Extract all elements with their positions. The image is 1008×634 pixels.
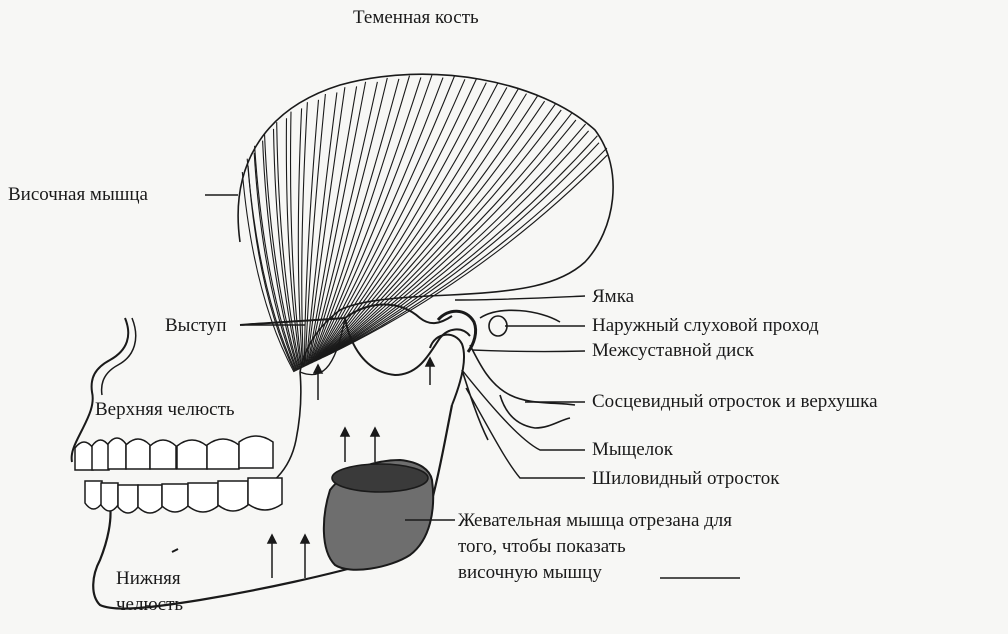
label-upper-jaw: Верхняя челюсть [95,399,235,421]
label-masseter-line2: того, чтобы показать [458,536,626,558]
lower-tooth [248,478,282,510]
label-articular-disc: Межсуставной диск [592,340,754,362]
mastoid-outline [500,395,570,428]
label-articular-eminence: Выступ [165,315,227,337]
upper-tooth [207,439,239,469]
upper-tooth [75,442,93,470]
masseter-cut-top [332,464,428,492]
label-mastoid-process: Сосцевидный отросток и верхушка [592,391,878,413]
muscle-fiber [247,159,295,372]
muscle-fiber [330,155,607,354]
ear-region-outline [470,310,575,405]
leader-fossa [455,296,585,300]
nasal-outline [102,318,136,395]
upper-tooth [177,440,207,469]
upper-tooth [239,436,273,468]
lower-tooth [118,485,138,513]
upper-tooth [108,438,126,469]
label-styloid-process: Шиловидный отросток [592,468,779,490]
muscle-fiber [248,166,295,372]
label-masseter-line3: височную мышцу [458,562,602,584]
lower-tooth [188,483,218,512]
mandible-ramus-front [245,372,301,495]
label-condyle: Мыщелок [592,439,673,461]
force-arrow-head [268,535,276,543]
force-arrow-head [314,365,322,373]
lower-tooth [101,483,118,511]
label-lower-jaw-line2: челюсть [116,594,183,616]
label-lower-jaw-line1: Нижняя [116,568,181,590]
muscle-fiber [324,113,571,356]
label-parietal-bone: Теменная кость [353,7,479,29]
lower-tooth [218,481,248,511]
force-arrow-head [301,535,309,543]
teeth-group [75,436,282,513]
lower-tooth [138,485,162,513]
upper-tooth [126,439,150,469]
label-ear-canal: Наружный слуховой проход [592,315,819,337]
upper-tooth [150,440,176,469]
temporalis-muscle-fibers [242,75,607,372]
upper-tooth [92,440,109,470]
force-arrow-head [341,428,349,436]
temporalis-muscle-outline [238,74,613,372]
lower-tooth [85,481,102,509]
label-fossa: Ямка [592,286,634,308]
label-masseter-line1: Жевательная мышца отрезана для [458,510,732,532]
force-arrow-head [426,358,434,366]
leader-disc [472,350,585,352]
leader-condyle [462,370,585,450]
force-arrow-head [371,428,379,436]
label-temporalis-muscle: Височная мышца [8,184,148,206]
muscle-fiber [328,136,598,356]
lower-tooth [162,484,188,512]
chin-mark [172,549,178,552]
ear-canal-shape [489,316,507,336]
